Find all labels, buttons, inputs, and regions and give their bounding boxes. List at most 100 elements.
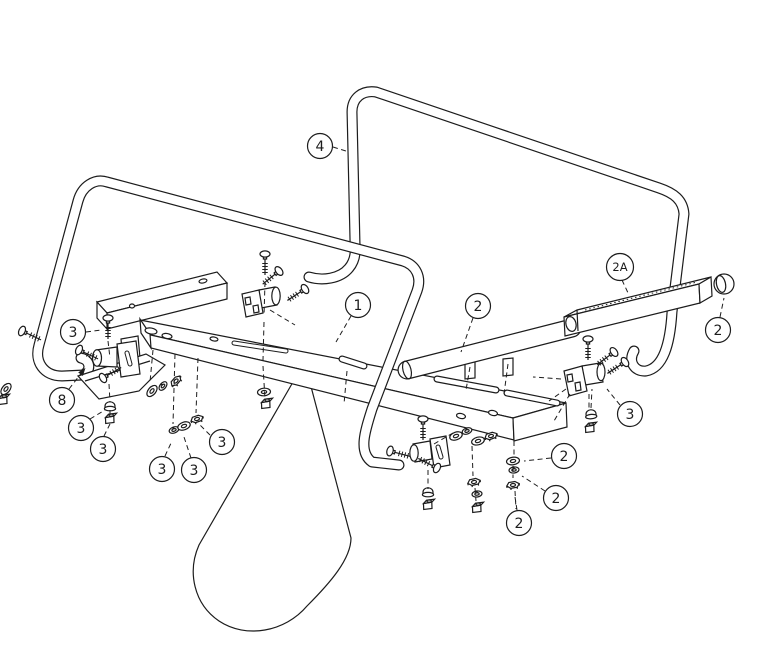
callout-3: 3 — [89, 423, 117, 463]
callout-balloon — [344, 291, 372, 319]
callout-1: 1 — [335, 291, 372, 343]
callout-balloon — [306, 132, 334, 160]
callout-balloon — [180, 456, 208, 484]
callout-2: 2 — [523, 442, 578, 470]
hex-nut — [189, 413, 205, 426]
callout-balloon — [89, 435, 117, 463]
leader-line — [335, 315, 352, 343]
callout-number: 3 — [158, 462, 167, 478]
lock-washer — [471, 489, 483, 499]
bolt — [605, 356, 631, 378]
hex-nut — [168, 373, 185, 390]
hoop-frame-4 — [303, 86, 690, 377]
callout-number: 2 — [515, 516, 524, 532]
cap-nut — [421, 487, 435, 498]
flat-washer — [447, 429, 465, 443]
clamp-assembly-8 — [76, 340, 166, 400]
callout-number: 1 — [354, 298, 363, 314]
mount-tube-2a — [563, 275, 713, 337]
flat-washer — [470, 435, 486, 447]
callout-2: 2 — [521, 475, 570, 512]
callout-8: 8 — [48, 367, 86, 414]
center-clip-bracket — [241, 286, 281, 318]
flat-washer — [175, 419, 193, 433]
cross-beam-end — [96, 300, 108, 331]
callout-number: 2 — [474, 299, 483, 315]
callout-3: 3 — [180, 433, 208, 484]
square-nut — [471, 501, 485, 514]
callout-balloon — [59, 318, 87, 346]
crossbar-assembly-1 — [95, 271, 568, 442]
callout-number: 4 — [316, 139, 325, 155]
callout-balloon — [48, 386, 76, 414]
callout-number: 2 — [560, 449, 569, 465]
leader-line — [164, 440, 173, 457]
lock-washer — [508, 465, 520, 475]
callout-3: 3 — [148, 440, 176, 483]
leader-line — [89, 409, 106, 420]
leader-line — [521, 475, 546, 492]
cap-nut — [584, 408, 598, 420]
callout-3: 3 — [59, 318, 102, 346]
flat-washer — [144, 382, 160, 400]
callout-number: 2 — [552, 491, 561, 507]
bolt — [260, 265, 285, 288]
bottom-clamp-assembly — [409, 435, 451, 469]
callout-balloon — [605, 252, 635, 282]
support-tube-2 — [397, 318, 582, 380]
callout-number: 2 — [714, 323, 723, 339]
leader-line — [182, 433, 192, 459]
bolt — [583, 336, 593, 360]
leader-line — [460, 317, 474, 353]
square-nut — [104, 412, 118, 425]
callout-number: 3 — [99, 442, 108, 458]
square-nut — [422, 498, 436, 511]
callout-3: 3 — [67, 409, 106, 442]
cap-nut — [103, 401, 117, 412]
callout-number: 2A — [612, 260, 627, 274]
hoop-frame-left — [32, 175, 425, 471]
callout-number: 3 — [77, 421, 86, 437]
callout-number: 3 — [69, 325, 78, 341]
callout-2: 2 — [505, 496, 533, 537]
leader-line — [514, 496, 518, 511]
callout-balloon — [505, 509, 533, 537]
callout-balloon — [148, 455, 176, 483]
leader-line — [606, 388, 621, 406]
bolt — [285, 283, 311, 305]
callout-2: 2 — [704, 297, 732, 344]
callout-balloon — [550, 442, 578, 470]
square-nut — [0, 393, 11, 406]
callout-balloon — [542, 484, 570, 512]
flat-washer — [256, 387, 272, 397]
callout-3: 3 — [199, 424, 236, 456]
leader-line — [103, 423, 111, 437]
callout-number: 3 — [626, 407, 635, 423]
callout-number: 3 — [218, 435, 227, 451]
cylinder-roller — [192, 378, 352, 632]
bar-top-face — [139, 319, 567, 419]
hex-nut — [466, 477, 482, 489]
callout-balloon — [67, 414, 95, 442]
callout-balloon — [704, 316, 732, 344]
leader-line — [719, 297, 725, 318]
alignment-lines — [107, 281, 593, 510]
callout-balloon — [464, 292, 492, 320]
leader-line — [85, 329, 102, 333]
callout-number: 3 — [190, 463, 199, 479]
leader-line — [523, 457, 552, 462]
bolt — [260, 251, 270, 275]
callout-4: 4 — [306, 132, 350, 160]
leader-line — [332, 146, 350, 153]
leader-arrowhead — [78, 367, 86, 376]
callout-2a: 2A — [605, 252, 635, 296]
square-nut — [260, 397, 274, 410]
leader-line — [199, 424, 211, 436]
callout-balloon — [616, 400, 644, 428]
flat-washer — [505, 455, 521, 467]
lock-washer — [460, 425, 474, 437]
callout-balloon — [208, 428, 236, 456]
leader-line — [621, 279, 630, 296]
